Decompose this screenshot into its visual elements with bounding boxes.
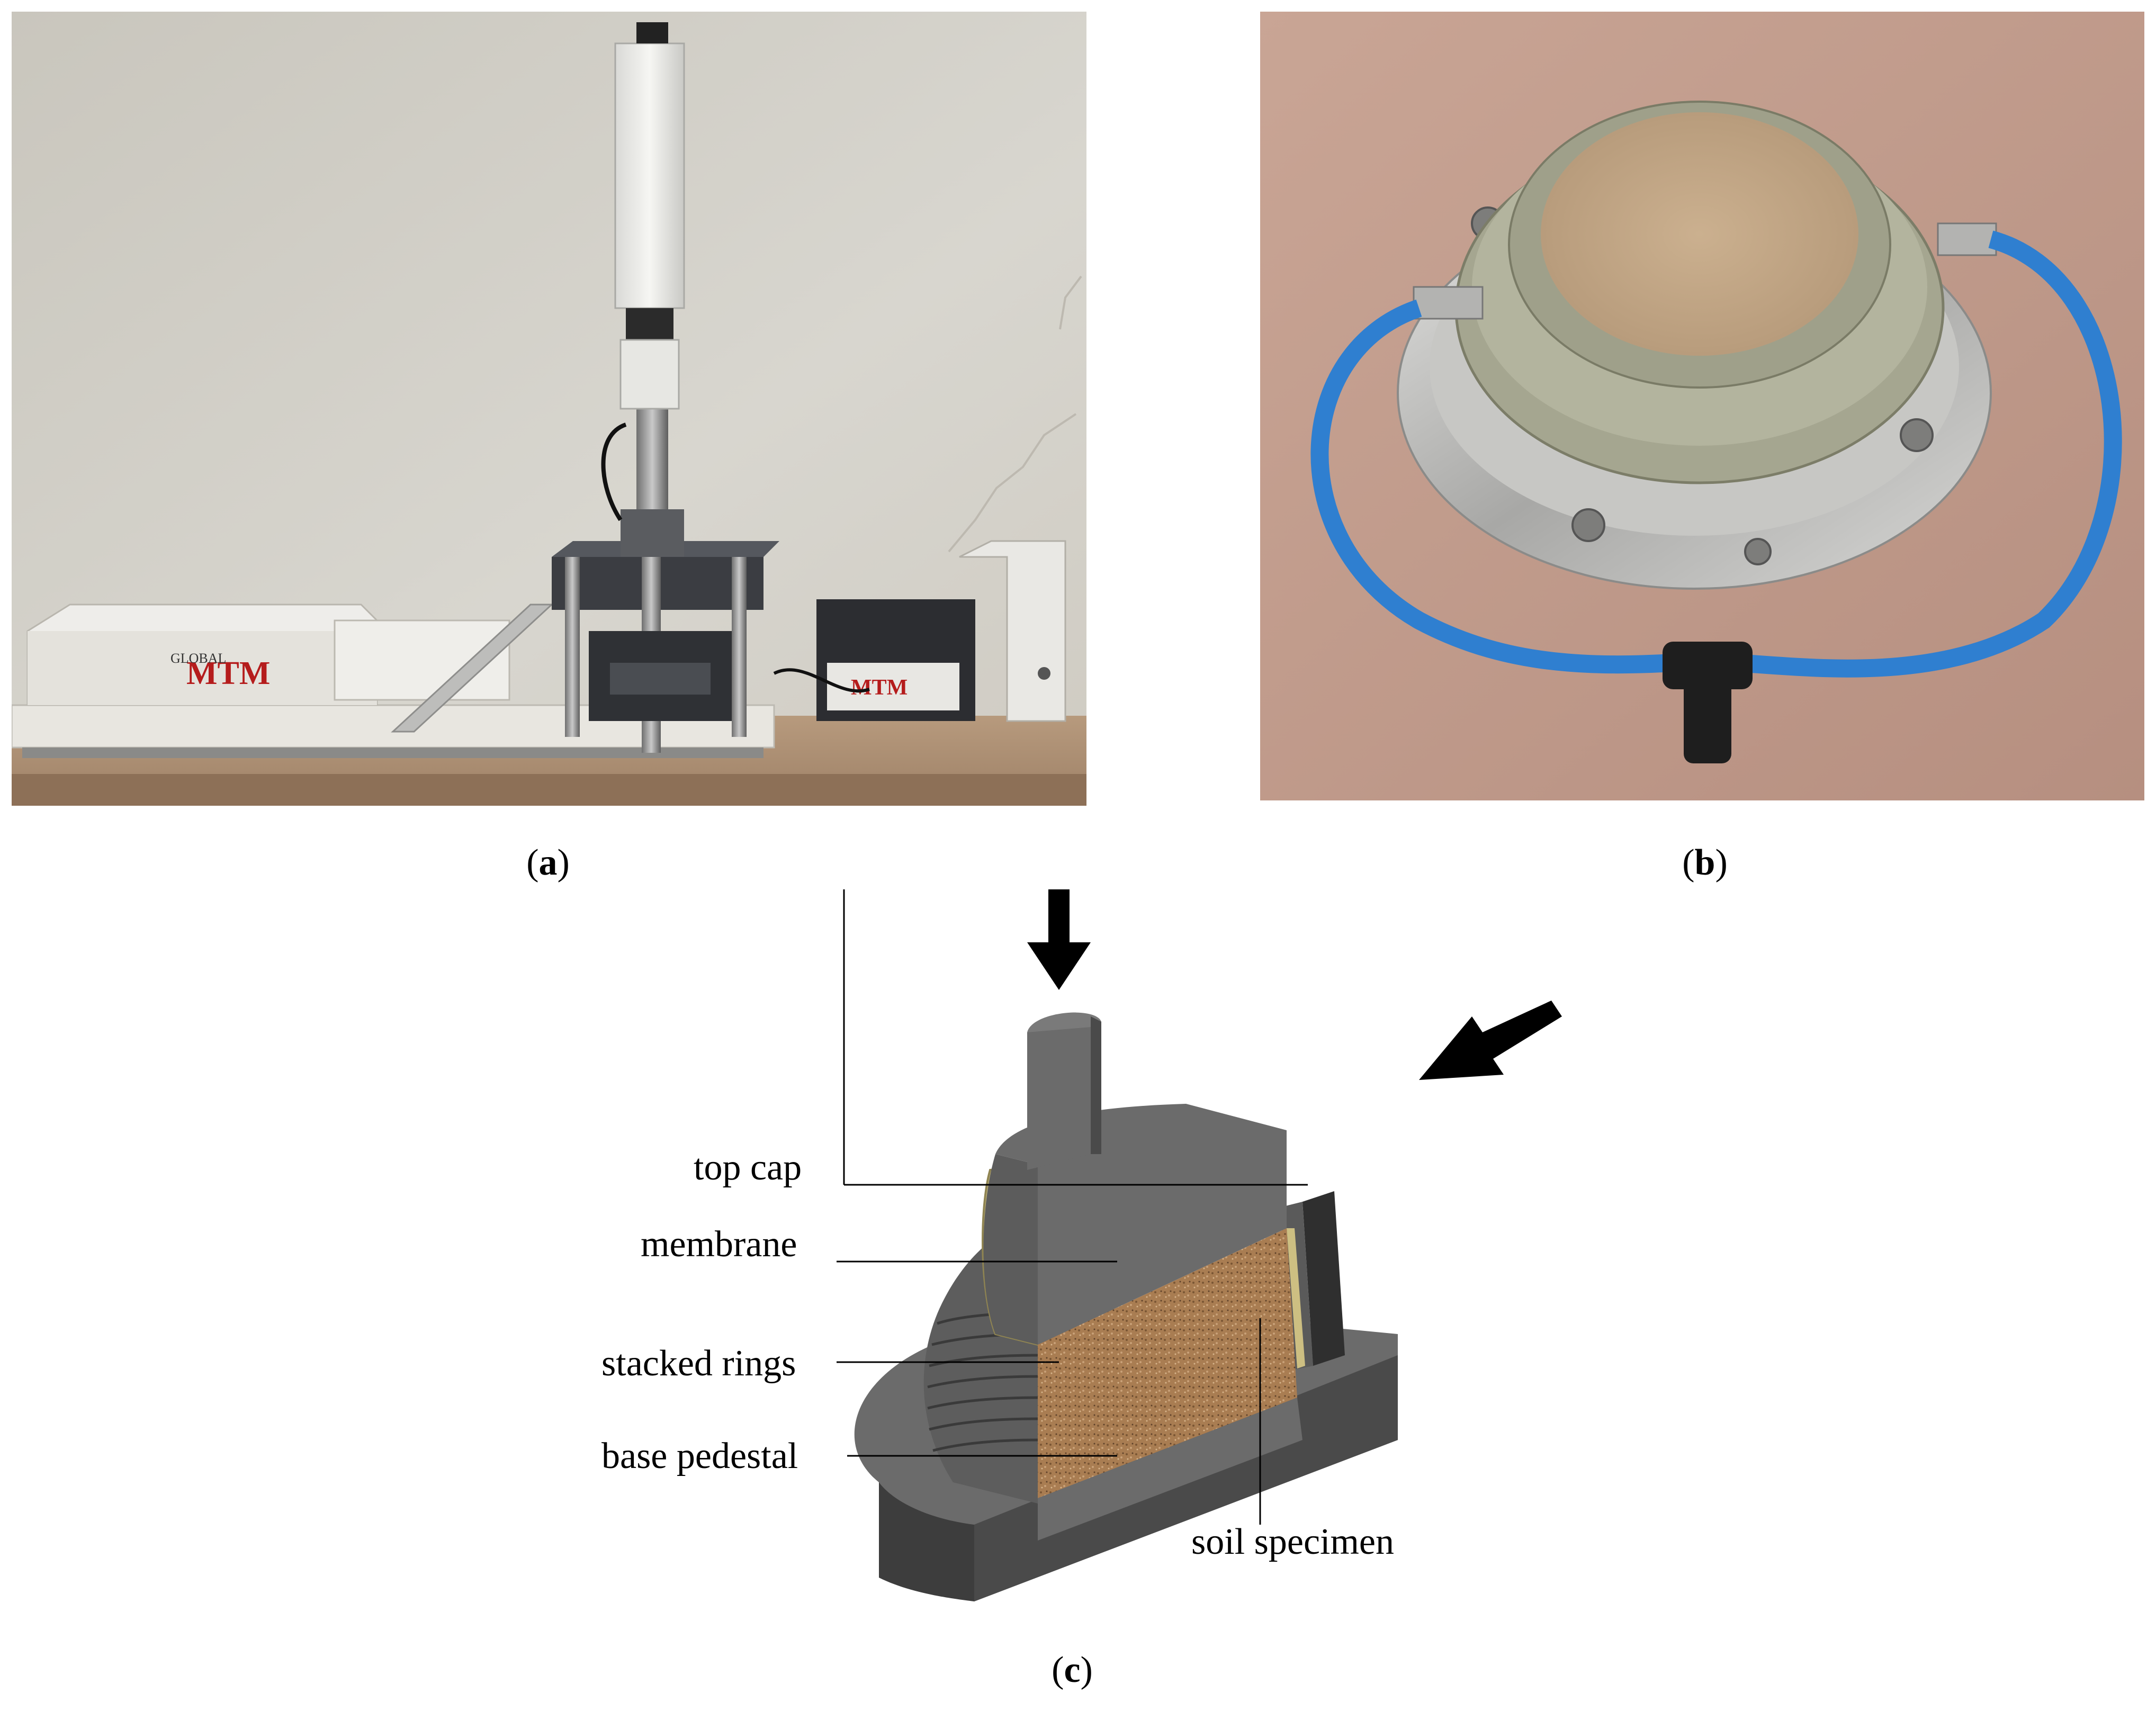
cutaway-diagram: top cap membrane stacked rings base pede… xyxy=(601,889,1562,1601)
horizontal-load-arrow xyxy=(1419,1001,1562,1080)
brand-logo: MTM xyxy=(186,655,270,691)
apparatus-photo: MTM GLOBAL MTM xyxy=(12,12,1086,806)
caption-c: (c) xyxy=(1052,1650,1093,1690)
label-stacked-rings: stacked rings xyxy=(601,1343,796,1384)
loading-piston xyxy=(1027,1016,1091,1170)
photo-b xyxy=(1260,12,2144,800)
label-base-pedestal: base pedestal xyxy=(601,1436,798,1476)
label-membrane: membrane xyxy=(641,1224,797,1265)
ring-wall-right xyxy=(1302,1191,1345,1366)
label-top-cap: top cap xyxy=(694,1147,802,1188)
label-soil-specimen: soil specimen xyxy=(1191,1521,1394,1562)
top-cap xyxy=(995,1104,1287,1345)
photo-a: MTM GLOBAL MTM xyxy=(12,12,1086,806)
controller-logo: MTM xyxy=(851,676,908,700)
caption-a: (a) xyxy=(526,842,570,883)
caption-b: (b) xyxy=(1682,842,1728,883)
brand-small-text: GLOBAL xyxy=(170,651,226,666)
cell-photo xyxy=(1260,12,2144,800)
vertical-load-arrow xyxy=(1027,889,1091,990)
soil-specimen xyxy=(1038,1228,1297,1498)
leader-lines xyxy=(837,889,1308,1525)
